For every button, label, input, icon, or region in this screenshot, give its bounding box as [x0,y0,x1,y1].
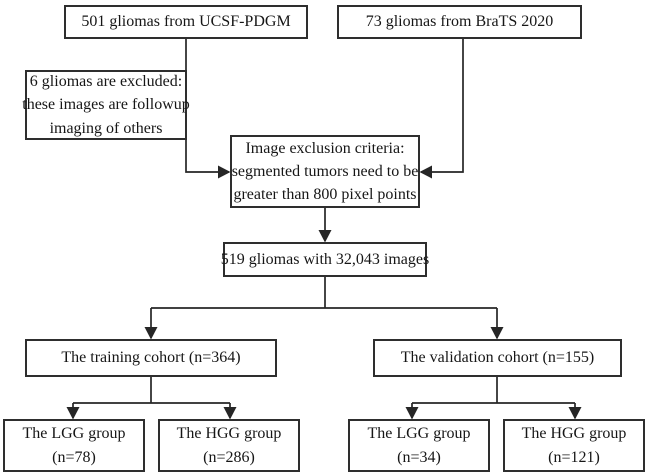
connector-ucsf-to-criteria [185,39,231,179]
box-ucsf-pdgm-source: 501 gliomas from UCSF-PDGM [64,5,308,39]
box-label-line: Image exclusion criteria: [245,139,405,157]
box-image-exclusion-criteria: Image exclusion criteria: segmented tumo… [230,135,420,208]
box-training-lgg-group: The LGG group (n=78) [3,419,145,472]
box-label: The validation cohort (n=155) [400,349,595,367]
box-label-line: segmented tumors need to be [231,162,419,180]
box-excluded-gliomas: 6 gliomas are excluded: these images are… [22,70,190,140]
box-label-line: imaging of others [49,119,163,137]
box-label-line: The LGG group [22,425,126,443]
box-validation-lgg-group: The LGG group (n=34) [348,419,490,472]
box-label-line: The HGG group [176,425,282,443]
box-pooled-gliomas: 519 gliomas with 32,043 images [220,242,430,277]
box-validation-cohort: The validation cohort (n=155) [373,339,622,377]
box-brats-source: 73 gliomas from BraTS 2020 [337,5,582,39]
box-label-line: (n=121) [548,448,600,466]
box-training-cohort: The training cohort (n=364) [25,339,277,377]
box-label-line: (n=286) [203,448,255,466]
box-label: The training cohort (n=364) [61,349,241,367]
box-label-line: greater than 800 pixel points [233,186,417,204]
box-label: 73 gliomas from BraTS 2020 [365,13,554,31]
connector-brats-to-criteria [419,39,464,179]
box-label: 519 gliomas with 32,043 images [220,250,430,268]
box-label-line: these images are followup [22,96,190,114]
box-training-hgg-group: The HGG group (n=286) [158,419,300,472]
box-validation-hgg-group: The HGG group (n=121) [503,419,645,472]
box-label-line: (n=34) [397,448,441,466]
box-label-line: 6 gliomas are excluded: [29,73,183,91]
box-label: 501 gliomas from UCSF-PDGM [81,13,291,31]
box-label-line: The HGG group [521,425,627,443]
box-label-line: The LGG group [367,425,471,443]
box-label-line: (n=78) [52,448,96,466]
